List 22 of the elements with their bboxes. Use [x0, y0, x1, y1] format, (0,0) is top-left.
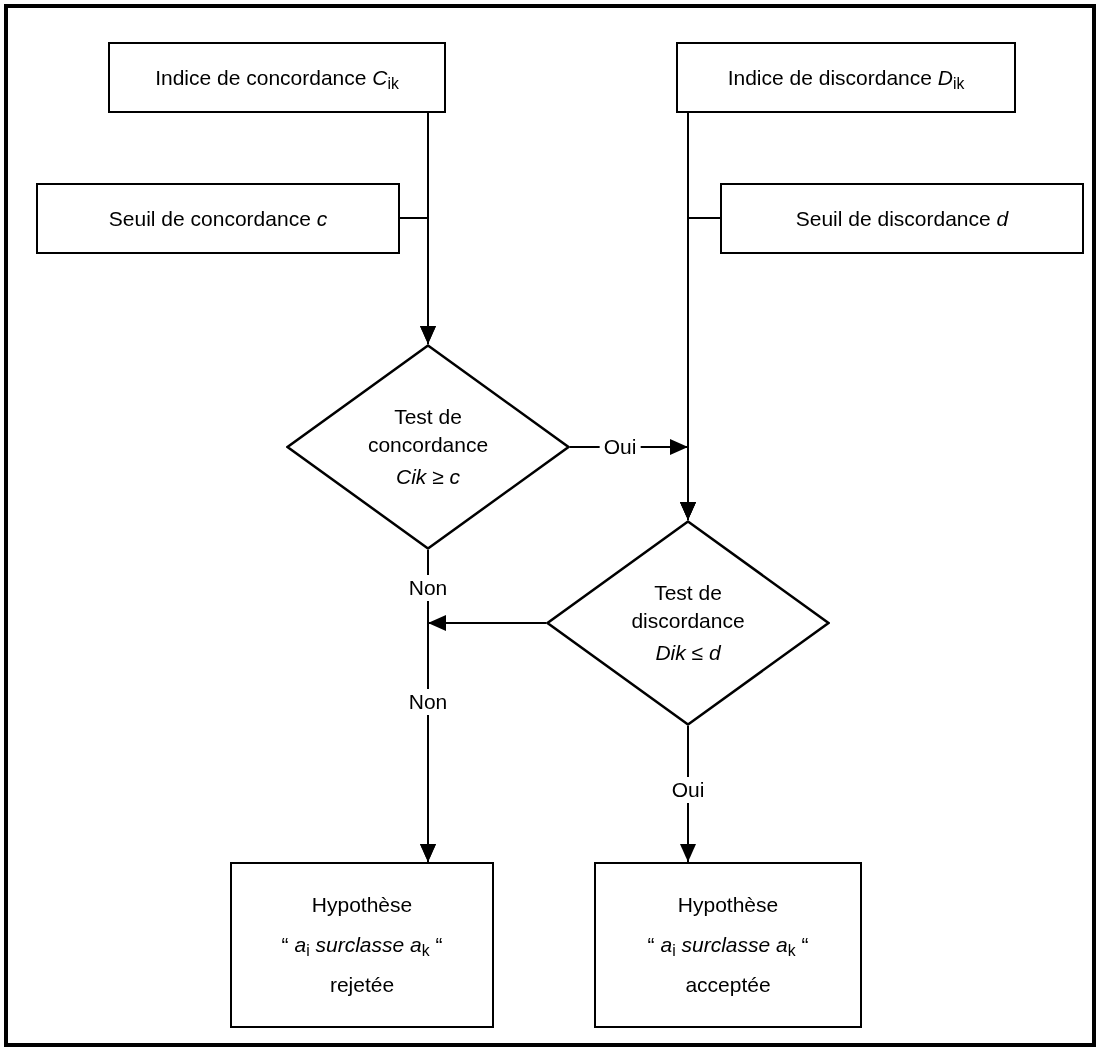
decision-diamond [546, 520, 830, 726]
box-text: Seuil de discordance d [795, 205, 1009, 232]
box-text: “ a$_{i}$ surclasse a$_{k}$ “ [647, 932, 809, 959]
box-text: Indice de concordance C$_{ik}$ [155, 64, 399, 94]
arrow [399, 217, 436, 345]
process-box [36, 183, 400, 254]
box-text: rejetée [329, 972, 395, 998]
arrow [420, 615, 547, 863]
box-text: Seuil de concordance c [108, 205, 328, 232]
decision-diamond [286, 344, 570, 550]
box-text: acceptée [685, 972, 771, 998]
process-box [108, 42, 446, 113]
process-box [676, 42, 1016, 113]
process-box [594, 862, 862, 1028]
box-text: Hypothèse [677, 892, 779, 918]
box-text: Hypothèse [311, 892, 413, 918]
process-box [230, 862, 494, 1028]
decision-text: Dik ≤ d [655, 640, 721, 666]
box-text: Indice de discordance D$_{ik}$ [727, 64, 965, 94]
box-text: “ a$_{i}$ surclasse a$_{k}$ “ [281, 932, 443, 959]
decision-text: Cik ≥ c [395, 464, 460, 490]
process-box [720, 183, 1084, 254]
